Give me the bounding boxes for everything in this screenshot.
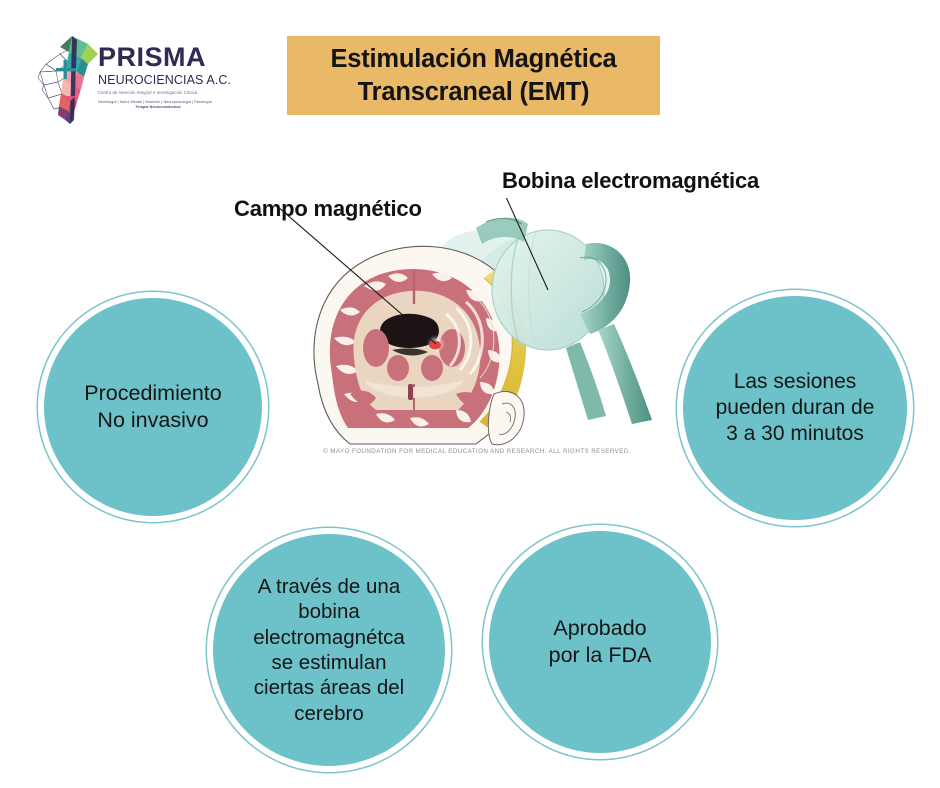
prisma-geometric-face-logo-icon xyxy=(36,30,108,125)
prisma-logo-text: PRISMA NEUROCIENCIAS A.C. Centro de Aten… xyxy=(98,44,253,111)
page-title: Estimulación Magnética Transcraneal (EMT… xyxy=(330,43,616,108)
logo-services-line: Neurología | Salud Mental | Nutrición | … xyxy=(98,99,212,104)
tms-brain-coil-illustration xyxy=(280,198,680,473)
logo-services-line-2: Terapia Neuroconductual xyxy=(135,105,181,110)
label-bobina-electromagnetica: Bobina electromagnética xyxy=(502,168,760,193)
logo-subwordmark: NEUROCIENCIAS A.C. xyxy=(98,73,232,87)
prisma-logo: PRISMA NEUROCIENCIAS A.C. Centro de Aten… xyxy=(36,30,251,125)
page-title-line-2: Transcraneal (EMT) xyxy=(357,77,590,106)
logo-wordmark: PRISMA xyxy=(98,42,207,72)
logo-tagline: Centro de Atención Integral e Investigac… xyxy=(98,90,198,96)
illustration-credit: © MAYO FOUNDATION FOR MEDICAL EDUCATION … xyxy=(323,448,631,455)
page-title-banner: Estimulación Magnética Transcraneal (EMT… xyxy=(287,36,660,115)
label-campo-magnetico: Campo magnético xyxy=(234,196,422,221)
page-title-line-1: Estimulación Magnética xyxy=(330,44,617,73)
